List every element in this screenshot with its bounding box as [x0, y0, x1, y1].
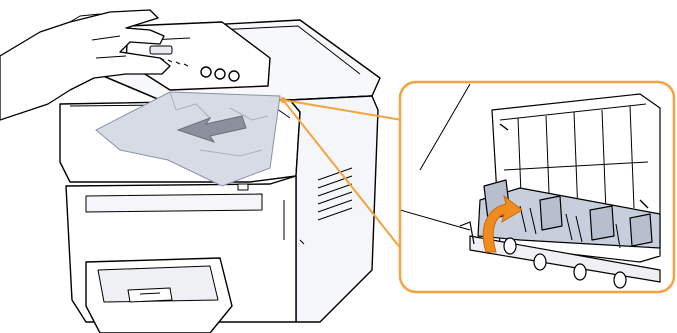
panel-button — [201, 67, 211, 77]
callout-origin — [280, 97, 286, 103]
tray-handle — [128, 288, 172, 302]
printer-side — [290, 96, 378, 322]
detail-view — [400, 82, 674, 292]
panel-button — [229, 71, 239, 81]
panel-button — [215, 69, 225, 79]
